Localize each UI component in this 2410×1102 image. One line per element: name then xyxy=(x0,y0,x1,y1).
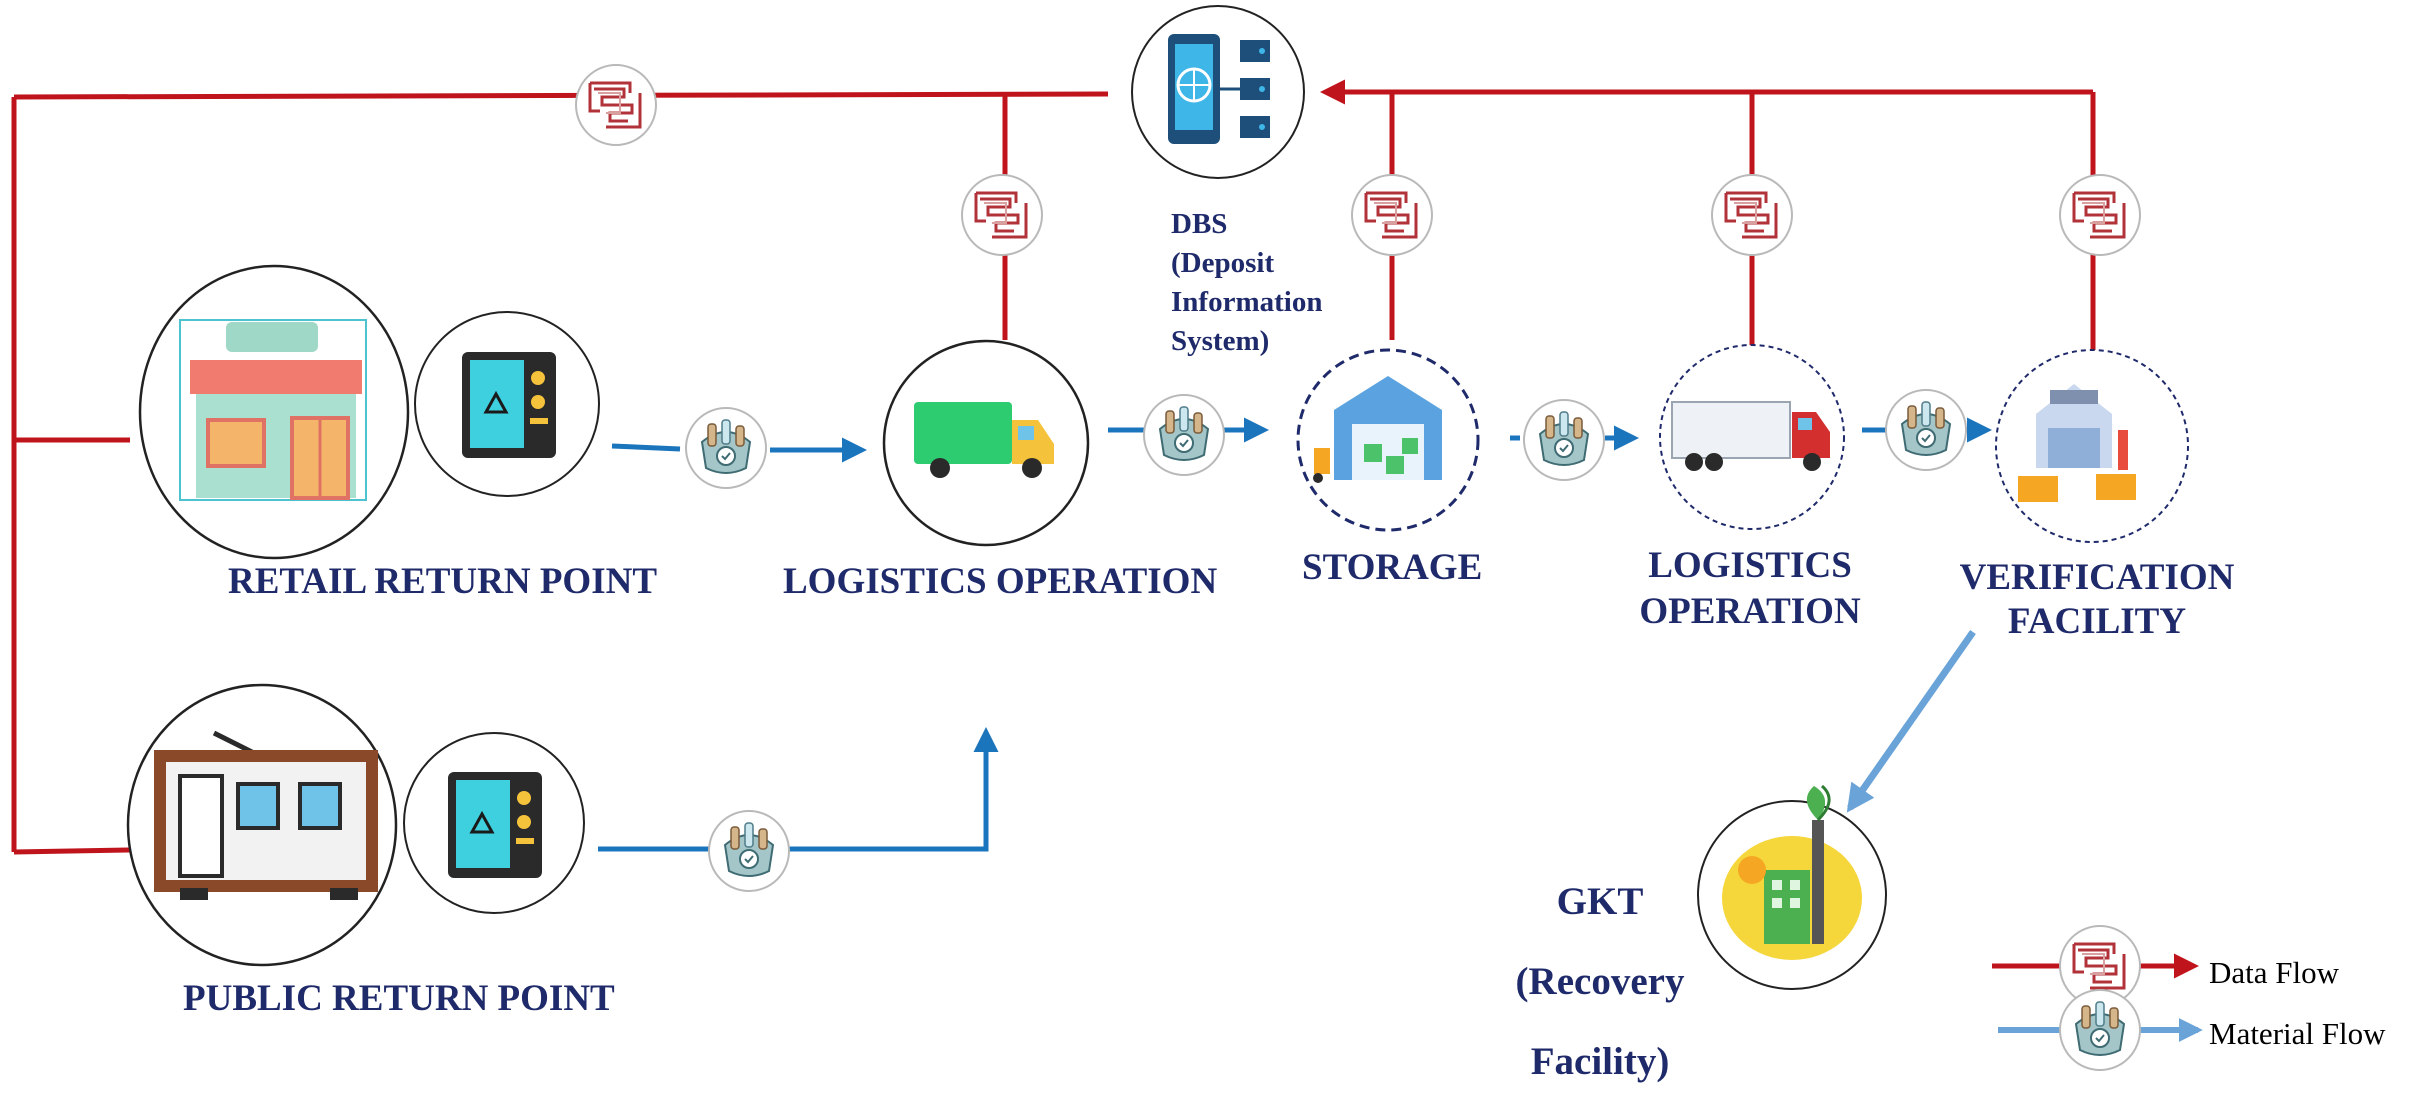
gkt-label: GKT (Recovery Facility) xyxy=(1490,862,1710,1102)
public-kiosk-icon xyxy=(126,683,398,967)
recycling-plant-icon xyxy=(1697,784,1887,990)
gkt-line3: Facility) xyxy=(1530,1040,1670,1083)
verification-facility-line1: VERIFICATION xyxy=(1959,557,2235,598)
public-return-point-label: PUBLIC RETURN POINT xyxy=(183,978,615,1019)
semi-truck-icon xyxy=(1659,344,1845,530)
warehouse-icon xyxy=(1296,348,1480,532)
material-token-icon xyxy=(685,407,767,489)
verification-facility-line2: FACILITY xyxy=(2007,601,2187,642)
material-token-icon xyxy=(1885,389,1967,471)
reverse-vending-machine-icon xyxy=(414,311,600,497)
material-token-icon xyxy=(2059,989,2141,1071)
data-token-icon xyxy=(574,63,658,147)
material-token-icon xyxy=(1523,399,1605,481)
logistics-operation-2-line1: LOGISTICS xyxy=(1648,545,1852,586)
gkt-line2: (Recovery xyxy=(1515,960,1685,1003)
logistics-operation-label: LOGISTICS OPERATION xyxy=(783,561,1218,602)
logistics-operation-2-label: LOGISTICS OPERATION xyxy=(1630,543,1870,635)
material-token-icon xyxy=(1143,394,1225,476)
dbs-label: DBS (Deposit Information System) xyxy=(1171,208,1323,357)
storage-label: STORAGE xyxy=(1302,547,1483,588)
legend-material-flow-label: Material Flow xyxy=(2209,1016,2386,1051)
data-token-icon xyxy=(1350,173,1434,257)
store-icon xyxy=(138,264,410,560)
logistics-operation-2-line2: OPERATION xyxy=(1639,591,1861,632)
data-token-icon xyxy=(960,173,1044,257)
material-token-icon xyxy=(708,810,790,892)
database-server-icon xyxy=(1131,5,1305,179)
legend-data-flow-label: Data Flow xyxy=(2209,955,2340,990)
verification-to-gkt-flow xyxy=(1846,629,1976,813)
data-token-icon xyxy=(2058,173,2142,257)
reverse-vending-machine-icon xyxy=(403,732,585,914)
verification-facility-label: VERIFICATION FACILITY xyxy=(1952,556,2242,644)
retail-return-point-label: RETAIL RETURN POINT xyxy=(228,561,658,602)
gkt-line1: GKT xyxy=(1556,880,1644,923)
verification-warehouse-icon xyxy=(1995,349,2189,543)
delivery-truck-icon xyxy=(882,339,1090,547)
data-token-icon xyxy=(1710,173,1794,257)
flow-diagram xyxy=(11,5,2203,1071)
legend xyxy=(1992,924,2203,1071)
